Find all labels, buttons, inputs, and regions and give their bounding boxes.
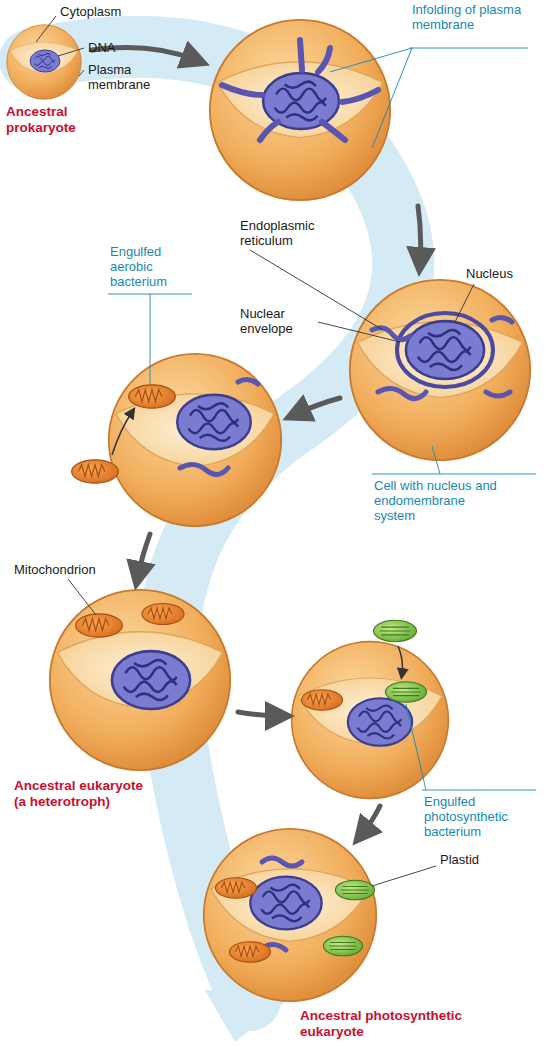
part-label: Cytoplasm: [60, 4, 150, 19]
teal-leader-lines: [108, 48, 536, 790]
part-label: DNA: [88, 40, 128, 55]
event-label: Engulfed photosynthetic bacterium: [424, 794, 536, 839]
part-label: Plasma membrane: [88, 62, 160, 92]
leader-lines: [36, 16, 474, 886]
stage-title: Ancestral prokaryote: [6, 104, 96, 136]
part-label: Mitochondrion: [14, 562, 114, 577]
part-label: Nucleus: [466, 266, 536, 281]
engulfing-photosynthetic-cell: [292, 620, 449, 798]
prokaryote-cell: [7, 25, 81, 99]
part-label: Nuclear envelope: [240, 306, 316, 336]
event-label: Infolding of plasma membrane: [412, 2, 530, 32]
stage-title: Ancestral photosynthetic eukaryote: [300, 1008, 480, 1040]
stage-title: Ancestral eukaryote (a heterotroph): [14, 778, 154, 810]
event-label: Engulfed aerobic bacterium: [110, 244, 192, 289]
part-label: Plastid: [440, 852, 510, 867]
process-arrows: [92, 48, 421, 834]
infolding-cell: [210, 20, 390, 200]
event-label: Cell with nucleus and endomembrane syste…: [374, 478, 504, 523]
photosynthetic-eukaryote-cell: [204, 829, 376, 1001]
eukaryote-cell: [50, 590, 230, 770]
part-label: Endoplasmic reticulum: [240, 218, 332, 248]
nucleated-cell: [350, 280, 530, 460]
engulfing-cell: [72, 354, 282, 526]
